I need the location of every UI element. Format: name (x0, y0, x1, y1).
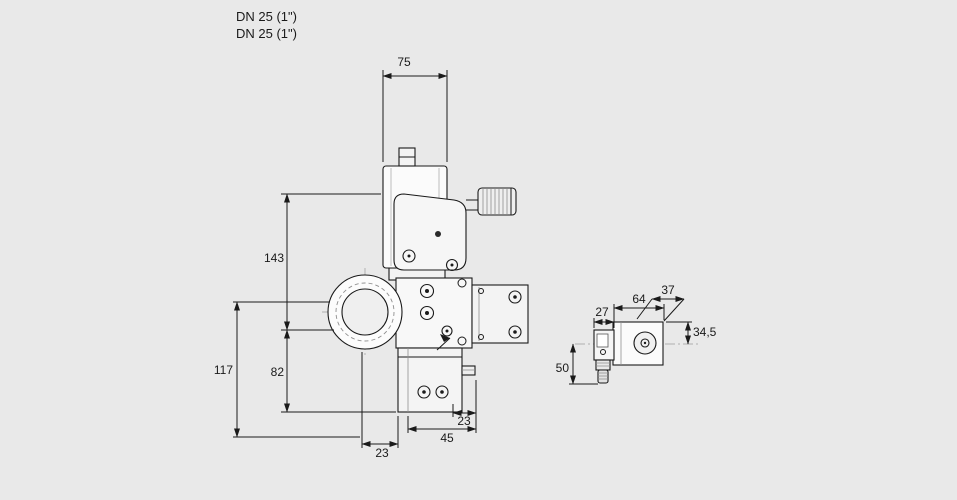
indicator-dot (435, 231, 441, 237)
ext-lines-64 (613, 304, 665, 320)
regulator-screw (435, 385, 449, 399)
plate-screw-center (407, 254, 411, 258)
dim-height-body: 82 (271, 365, 285, 379)
dim-side-height-upper: 34,5 (693, 325, 717, 339)
bolt-center (513, 295, 517, 299)
flow-flag-stem (436, 337, 451, 351)
knob-body (477, 187, 517, 216)
regulator-screw (417, 385, 431, 399)
ext-lines-23-left (361, 352, 399, 448)
dim-side-height-lower: 50 (556, 361, 570, 375)
dn-label-2: DN 25 (1") (236, 26, 297, 41)
knob-knurling (482, 189, 508, 214)
ext-lines-117 (233, 301, 360, 438)
flange-bore (341, 288, 389, 336)
body-bolts (419, 278, 467, 346)
pipe-flange (327, 274, 403, 350)
bolt-center (425, 289, 429, 293)
front-plate-outline (393, 193, 467, 271)
regulator-housing (397, 347, 463, 413)
dim-offset-bottom-right: 23 (457, 414, 471, 428)
regulator-screw-center (422, 390, 426, 394)
bolt-center (425, 311, 429, 315)
dimension-annotations-main: 75 143 82 117 23 45 23 (214, 55, 477, 460)
bolt-hole (419, 283, 435, 299)
connector-window (596, 333, 609, 348)
bolt-hole (508, 325, 522, 339)
valve-front-plate (393, 193, 467, 272)
adjustment-knob (466, 187, 517, 216)
dim-width-top: 75 (397, 55, 411, 69)
cable-gland-upper (595, 359, 611, 371)
plate-screw (402, 249, 416, 263)
side-component-drawing (575, 321, 700, 384)
gland-ribs (598, 372, 608, 380)
main-valve-drawing (322, 147, 529, 413)
coil-bore (640, 338, 650, 348)
knob-stem (466, 199, 478, 211)
bolt-hole (508, 290, 522, 304)
regulator-screw-center (440, 390, 444, 394)
small-hole (478, 288, 484, 294)
regulator-block (397, 334, 476, 413)
small-hole (457, 336, 467, 346)
dim-height-total: 117 (214, 363, 233, 377)
bolt-hole (441, 325, 453, 337)
bolt-center (513, 330, 517, 334)
plate-screw (445, 258, 459, 272)
ext-lines-75 (382, 70, 448, 162)
bolt-hole (419, 305, 435, 321)
small-hole (457, 278, 467, 288)
connector-screw (600, 349, 606, 355)
small-hole (478, 334, 484, 340)
side-flange-plate (471, 284, 529, 344)
dim-side-depth: 37 (661, 283, 675, 297)
dim-width-bottom: 45 (440, 431, 454, 445)
plate-screw-center (450, 263, 454, 267)
dimension-annotations-side: 27 64 37 34,5 50 (556, 283, 717, 385)
dim-height-actuator: 143 (264, 251, 284, 265)
dim-offset-bottom-left: 23 (375, 446, 389, 460)
test-nipple (461, 365, 476, 376)
cable-gland-lower (597, 369, 609, 384)
dim-side-width-total: 64 (632, 292, 646, 306)
ext-lines-37 (636, 298, 685, 322)
thread-circle (335, 282, 395, 342)
gland-ribs (596, 362, 610, 367)
flow-flag (440, 334, 450, 342)
dim-side-width-left: 27 (595, 305, 609, 319)
coil-center (643, 341, 647, 345)
dn-label-1: DN 25 (1") (236, 9, 297, 24)
bolt-center (445, 329, 449, 333)
title-block: DN 25 (1") DN 25 (1") (236, 9, 297, 41)
valve-side-flange (471, 284, 529, 344)
